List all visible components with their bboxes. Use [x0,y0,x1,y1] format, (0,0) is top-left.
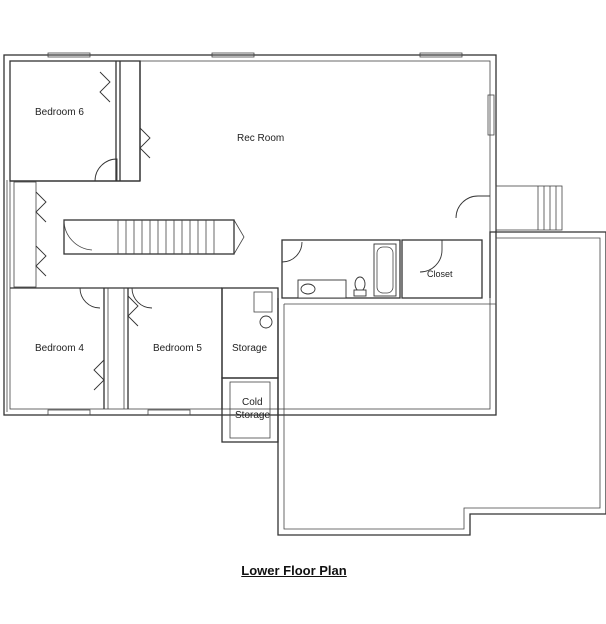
bedroom-4-5-walls [10,287,223,409]
label-rec-room: Rec Room [237,133,284,144]
label-closet: Closet [427,269,453,279]
bathroom [281,239,401,299]
plan-title: Lower Floor Plan [0,563,588,578]
label-bedroom-6: Bedroom 6 [35,107,84,118]
exterior-steps [495,185,563,231]
label-cold-storage-line-2: Storage [235,410,270,421]
plan-title-text: Lower Floor Plan [241,563,347,578]
hall-closets [13,181,47,288]
staircase [63,219,245,255]
label-storage: Storage [232,343,267,354]
rec-room-walls [10,61,490,219]
label-bedroom-4: Bedroom 4 [35,343,84,354]
label-bedroom-5: Bedroom 5 [153,343,202,354]
label-cold-storage-line-1: Cold [242,397,263,408]
bedroom-6-walls [9,60,151,182]
closet-walls [401,239,483,299]
garage-outline [277,231,606,536]
